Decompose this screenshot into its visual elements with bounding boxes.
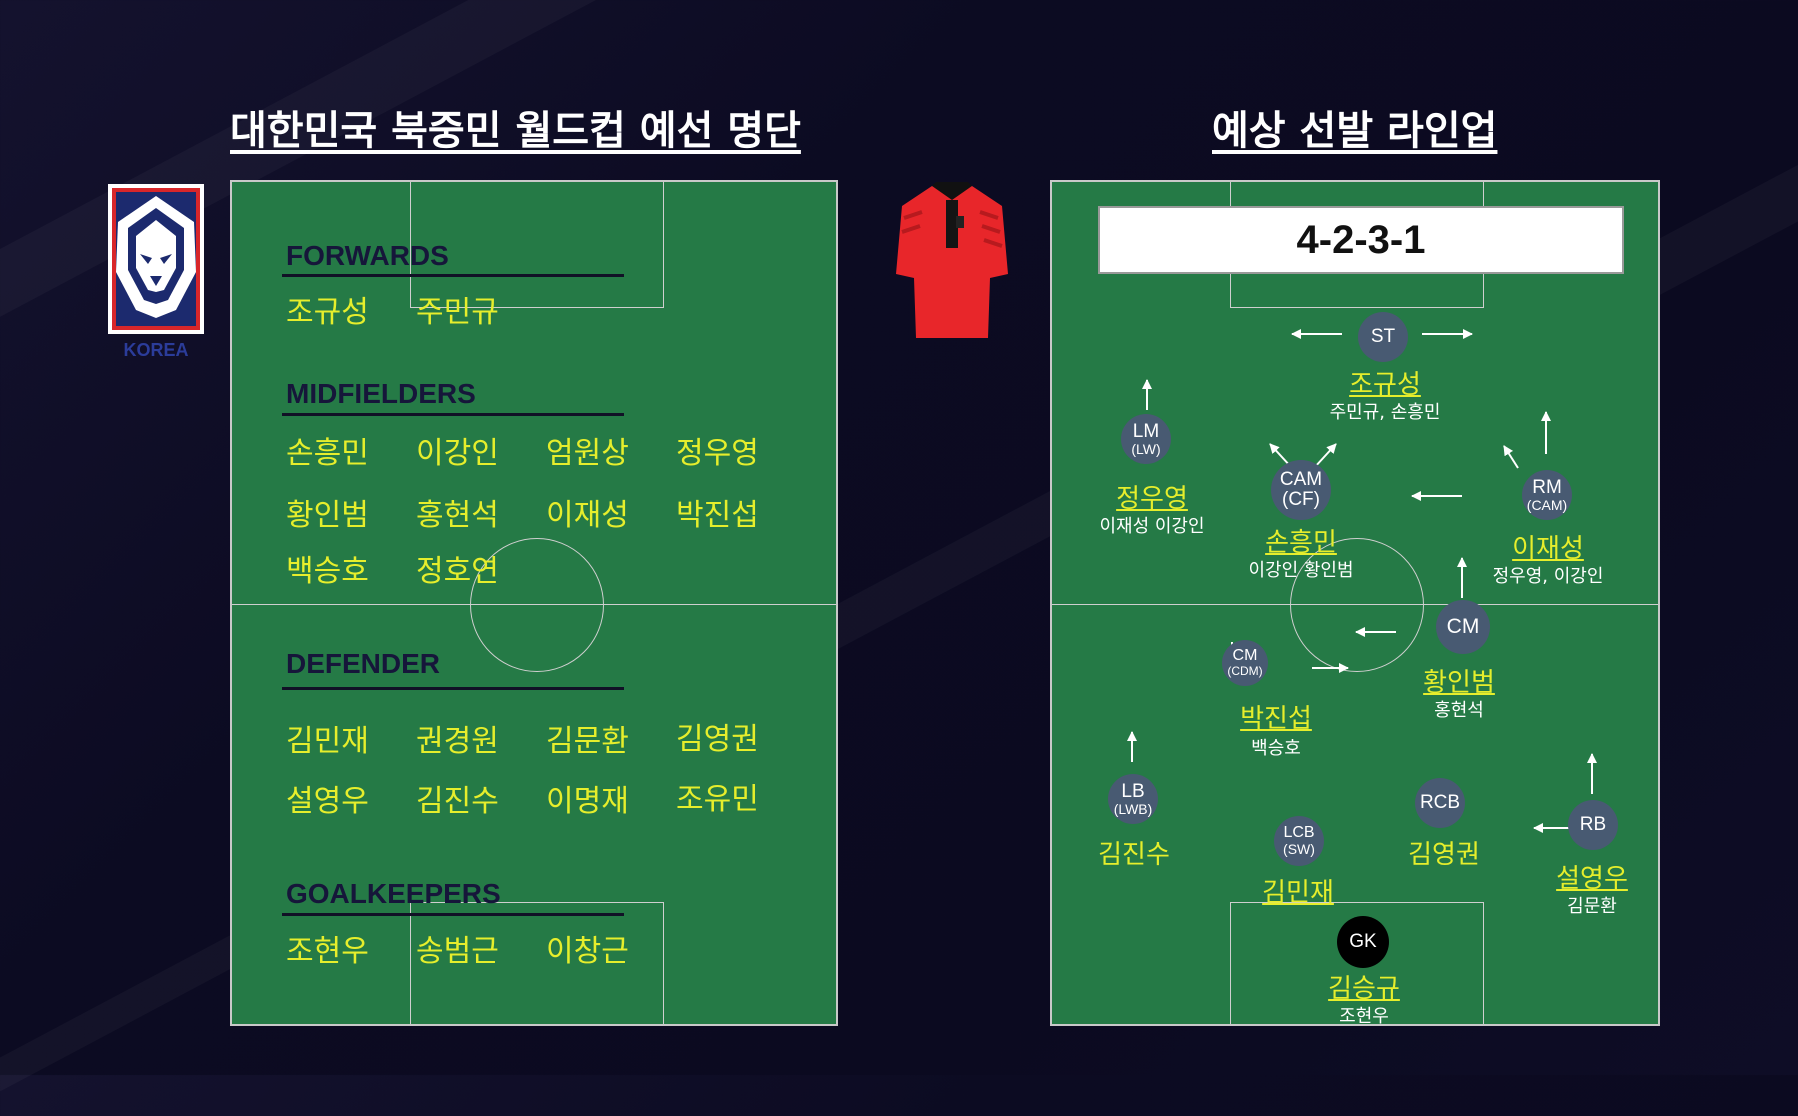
player-name: 이재성 [546,498,629,533]
player-name: 정호연 [416,554,499,589]
player-name: 손흥민 [286,436,369,471]
player-name: 이창근 [546,934,629,969]
midfielders-underline [282,413,624,416]
player-name: 조현우 [286,934,369,969]
bottom-penalty-box [1230,902,1484,1024]
backup-names-cam: 이강인 황인범 [1248,560,1354,581]
position-sub-label: (CF) [1282,489,1320,510]
midfielders-heading: MIDFIELDERS [286,378,476,409]
starter-name-lm: 정우영 [1116,484,1188,514]
position-label: ST [1370,326,1396,348]
center-circle [1290,538,1424,672]
kfa-tiger-emblem-icon [108,184,204,334]
kfa-logo: KOREA [96,182,216,362]
player-name: 송범근 [416,934,499,969]
starter-name-cdm: 박진섭 [1240,704,1312,734]
player-name: 이강인 [416,436,499,471]
starter-name-gk: 김승규 [1328,974,1400,1004]
player-name: 황인범 [286,498,369,533]
jersey-image [890,178,1014,344]
squad-title: 대한민국 북중민 월드컵 예선 명단 [230,108,801,154]
red-kit-jersey-icon [896,182,1008,338]
starter-name-rcb: 김영권 [1408,840,1480,870]
player-name: 이명재 [546,784,629,819]
position-node-cm[interactable]: CM [1436,600,1490,654]
formation-label: 4-2-3-1 [1098,206,1624,274]
player-name: 김민재 [286,724,369,759]
position-sub-label: (LWB) [1113,800,1153,817]
player-name: 조규성 [286,295,369,330]
forwards-heading: FORWARDS [286,240,449,271]
position-sub-label: (LW) [1131,440,1161,457]
forwards-underline [282,274,624,277]
starter-name-st: 조규성 [1349,370,1421,400]
goalkeepers-underline [282,913,624,916]
backup-names-gk: 조현우 [1339,1006,1389,1026]
player-name: 김진수 [416,784,499,819]
center-circle [470,538,604,672]
position-label: LB [1121,780,1145,802]
backup-names-cdm: 백승호 [1251,738,1301,759]
starter-name-cam: 손흥민 [1265,528,1337,558]
position-node-rm[interactable]: RM (CAM) [1522,470,1572,520]
top-penalty-box [410,182,664,308]
player-name: 김영권 [676,722,759,757]
bottom-penalty-box [410,902,664,1024]
position-node-rcb[interactable]: RCB [1415,778,1465,828]
player-name: 정우영 [676,436,759,471]
position-label: LCB [1283,824,1315,842]
position-label: GK [1349,931,1377,953]
backup-names-rm: 정우영, 이강인 [1492,566,1604,587]
player-name: 박진섭 [676,498,759,533]
position-node-cdm[interactable]: CM (CDM) [1222,640,1268,686]
backup-names-st: 주민규, 손흥민 [1329,402,1441,423]
backup-names-lm: 이재성 이강인 [1099,516,1205,537]
squad-pitch: FORWARDS 조규성 주민규 MIDFIELDERS 손흥민 이강인 엄원상… [230,180,838,1026]
position-label: LM [1132,420,1160,442]
player-name: 조유민 [676,782,759,817]
position-label: RM [1532,476,1562,498]
player-name: 주민규 [416,295,499,330]
lineup-title: 예상 선발 라인업 [1212,108,1498,154]
defenders-underline [282,687,624,690]
position-node-st[interactable]: ST [1358,312,1408,362]
position-node-lb[interactable]: LB (LWB) [1108,774,1158,824]
position-sub-label: (CDM) [1227,664,1263,679]
starter-name-rb: 설영우 [1556,864,1628,894]
position-sub-label: (CAM) [1526,496,1568,513]
starter-name-lcb: 김민재 [1262,878,1334,908]
goalkeepers-heading: GOALKEEPERS [286,878,501,909]
player-name: 백승호 [286,554,369,589]
player-name: 홍현석 [416,498,499,533]
position-node-cam[interactable]: CAM (CF) [1271,460,1331,520]
defenders-heading: DEFENDER [286,648,441,679]
player-name: 설영우 [286,784,369,819]
backup-names-rb: 김문환 [1567,896,1617,917]
starter-name-rm: 이재성 [1512,534,1584,564]
position-node-rb[interactable]: RB [1568,800,1618,850]
position-node-lcb[interactable]: LCB (SW) [1274,816,1324,866]
player-name: 김문환 [546,724,629,759]
position-label: RB [1579,814,1607,836]
player-name: 엄원상 [546,436,629,471]
position-node-gk[interactable]: GK [1337,916,1389,968]
logo-text: KOREA [123,340,189,360]
position-label: RCB [1419,792,1461,814]
position-node-lm[interactable]: LM (LW) [1121,414,1171,464]
position-label: CM [1446,614,1480,638]
player-name: 권경원 [416,724,499,759]
starter-name-lb: 김진수 [1098,840,1170,870]
starter-name-cm: 황인범 [1423,668,1495,698]
position-label: CAM [1279,469,1323,491]
lineup-pitch: 4-2-3-1 ST 조규성 주민규, 손흥민 [1050,180,1660,1026]
backup-names-cm: 홍현석 [1434,700,1484,721]
position-sub-label: (SW) [1283,841,1315,858]
position-label: CM [1232,647,1258,665]
